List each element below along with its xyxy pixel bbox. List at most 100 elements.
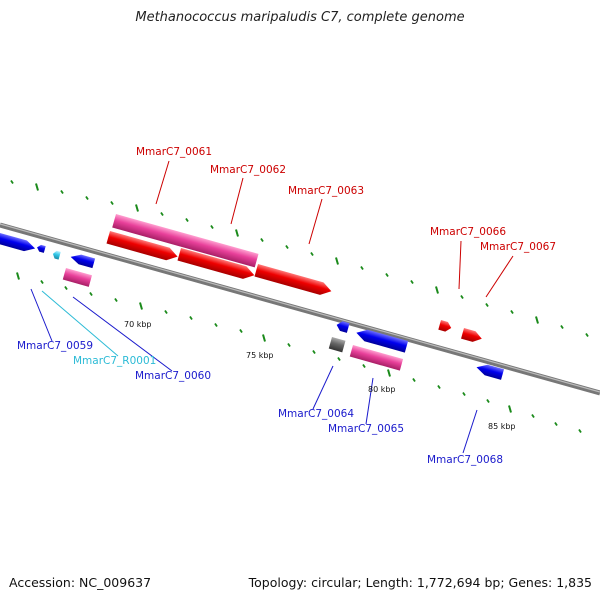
gene-label-mmarc7_0064: MmarC7_0064 — [278, 408, 354, 420]
gene-label-mmarc7_0066: MmarC7_0066 — [430, 226, 506, 238]
grid-tick — [40, 280, 44, 284]
label-leaders — [30, 160, 514, 454]
grid-tick — [585, 333, 589, 337]
grid-tick — [260, 238, 264, 242]
feature-MmarC7_0064 — [328, 337, 346, 353]
grid-tick — [85, 196, 89, 200]
grid-tick — [554, 422, 558, 426]
grid-tick — [486, 399, 490, 403]
genome-backbone — [0, 222, 600, 396]
grid-tick — [64, 286, 68, 290]
feature-MmarC7_0065 — [349, 345, 404, 371]
grid-tick — [214, 323, 218, 327]
gene-label-mmarc7_0059: MmarC7_0059 — [17, 340, 93, 352]
gene-label-mmarc7_0065: MmarC7_0065 — [328, 423, 404, 435]
feature-MmarC7_0064-a — [336, 321, 350, 333]
grid-tick — [60, 190, 64, 194]
grid-tick — [235, 229, 239, 237]
grid-tick — [462, 392, 466, 396]
leader-mmarc7_0062 — [230, 177, 244, 225]
genome-summary: Topology: circular; Length: 1,772,694 bp… — [248, 575, 592, 590]
grid-tick — [437, 385, 441, 389]
grid-tick — [239, 329, 243, 333]
feature-MmarC7_0059 — [0, 233, 36, 252]
scale-label: 70 kbp — [124, 320, 152, 329]
grid-tick — [410, 280, 414, 284]
feature-MmarC7_0066 — [438, 320, 452, 332]
grid-tick — [460, 295, 464, 299]
grid-tick — [312, 350, 316, 354]
gene-label-mmarc7_0063: MmarC7_0063 — [288, 185, 364, 197]
leader-mmarc7_0067 — [485, 255, 514, 298]
grid-tick — [385, 273, 389, 277]
feature-MmarC7_0065-a — [356, 329, 409, 353]
grid-tick — [362, 364, 366, 368]
feature-MmarC7_0061-b — [106, 231, 178, 261]
gene-label-mmarc7_0068: MmarC7_0068 — [427, 454, 503, 466]
grid-tick — [337, 357, 341, 361]
grid-tick — [287, 343, 291, 347]
grid-tick — [510, 310, 514, 314]
grid-tick — [285, 245, 289, 249]
grid-tick — [578, 429, 582, 433]
grid-ticks — [10, 180, 589, 433]
grid-tick — [114, 298, 118, 302]
grid-tick — [508, 405, 512, 413]
grid-tick — [185, 218, 189, 222]
gene-features — [0, 214, 505, 380]
grid-tick — [189, 316, 193, 320]
leader-mmarc7_0059 — [30, 288, 53, 342]
gene-label-mmarc7_0061: MmarC7_0061 — [136, 146, 212, 158]
genome-backbone-highlight — [0, 223, 600, 393]
scale-label: 80 kbp — [368, 385, 396, 394]
grid-tick — [387, 369, 391, 377]
grid-tick — [310, 252, 314, 256]
grid-tick — [412, 378, 416, 382]
feature-MmarC7_0062 — [177, 248, 255, 279]
grid-tick — [16, 272, 20, 280]
scale-label: 85 kbp — [488, 422, 516, 431]
gene-label-mmarc7_0062: MmarC7_0062 — [210, 164, 286, 176]
grid-tick — [139, 302, 143, 310]
leader-mmarc7_0065 — [365, 377, 374, 425]
grid-tick — [335, 257, 339, 265]
leader-mmarc7_0064 — [312, 365, 334, 410]
leader-mmarc7_0063 — [308, 198, 323, 245]
grid-tick — [531, 414, 535, 418]
leader-mmarc7_r0001 — [41, 290, 119, 357]
accession-text: Accession: NC_009637 — [9, 575, 152, 590]
grid-tick — [35, 183, 39, 191]
leader-mmarc7_0060 — [72, 296, 173, 372]
gene-label-mmarc7_0060: MmarC7_0060 — [135, 370, 211, 382]
gene-label-mmarc7_r0001: MmarC7_R0001 — [73, 355, 156, 367]
feature-MmarC7_0059-b — [37, 244, 46, 253]
grid-tick — [210, 225, 214, 229]
grid-tick — [160, 212, 164, 216]
leader-mmarc7_0068 — [462, 409, 478, 454]
scale-labels: 70 kbp 75 kbp 80 kbp 85 kbp — [124, 320, 516, 431]
scale-label: 75 kbp — [246, 351, 274, 360]
grid-tick — [110, 201, 114, 205]
grid-tick — [435, 286, 439, 294]
grid-tick — [262, 334, 266, 342]
feature-MmarC7_R0001 — [52, 250, 61, 260]
feature-MmarC7_0060-b — [62, 268, 93, 287]
feature-MmarC7_0060 — [70, 254, 96, 269]
feature-MmarC7_0063 — [254, 264, 332, 295]
grid-tick — [10, 180, 14, 184]
feature-MmarC7_0067 — [461, 328, 482, 342]
grid-tick — [560, 325, 564, 329]
feature-MmarC7_0061 — [112, 214, 259, 268]
gene-label-mmarc7_0067: MmarC7_0067 — [480, 241, 556, 253]
grid-tick — [535, 316, 539, 324]
grid-tick — [135, 204, 139, 212]
grid-tick — [360, 266, 364, 270]
grid-tick — [164, 310, 168, 314]
gene-labels: MmarC7_0059MmarC7_R0001MmarC7_0060MmarC7… — [17, 146, 556, 466]
leader-mmarc7_0061 — [155, 160, 170, 205]
grid-tick — [89, 292, 93, 296]
map-title: Methanococcus maripaludis C7, complete g… — [135, 10, 465, 25]
feature-MmarC7_0068 — [476, 364, 505, 380]
backbone-group — [0, 222, 600, 396]
